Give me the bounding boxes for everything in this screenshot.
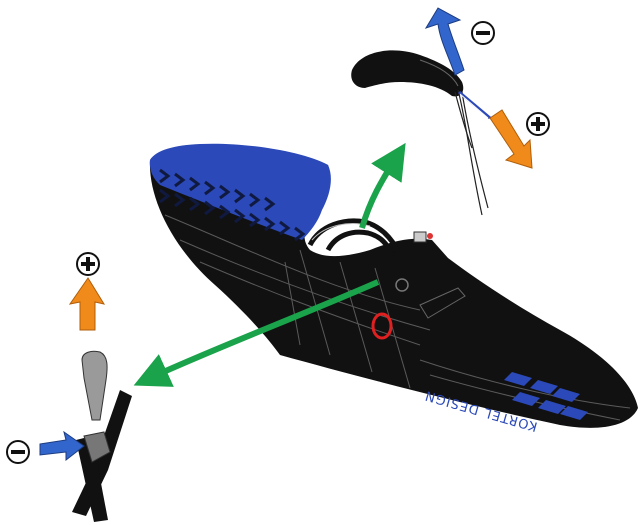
harness-illustration: KORTEL DESIGN — [150, 144, 638, 434]
minus-sign-icon — [7, 441, 29, 463]
minus-arrow-icon — [40, 432, 84, 460]
leg-strap-loop — [82, 351, 107, 420]
pointer-arrow-icon — [362, 158, 396, 228]
plus-sign-icon — [527, 113, 549, 135]
plus-sign-icon — [77, 253, 99, 275]
left-detail — [7, 253, 132, 522]
minus-sign-icon — [472, 22, 494, 44]
plus-arrow-icon — [70, 278, 104, 330]
plus-arrow-icon — [490, 110, 532, 168]
adjuster-straps — [455, 90, 488, 215]
